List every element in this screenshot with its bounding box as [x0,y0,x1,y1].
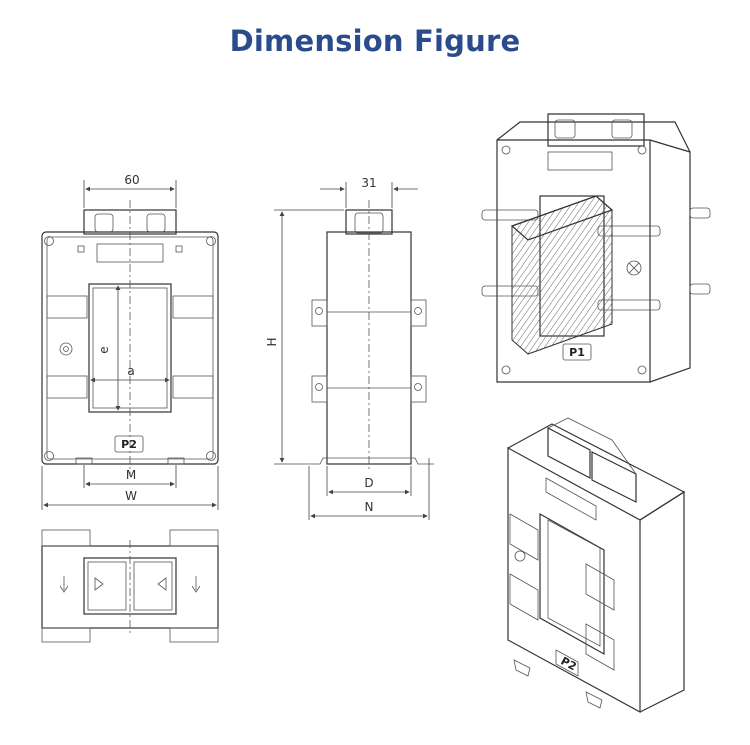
dim-d-label: D [364,476,373,490]
dim-a-label: a [127,364,134,378]
plate-p2-front: P2 [121,438,137,451]
plate-p1: P1 [569,346,585,359]
front-dimensions [41,180,219,510]
dim-m-label: M [126,468,136,482]
dim-n-label: N [365,500,374,514]
side-view [304,200,434,470]
iso-view-p2 [507,417,686,714]
dim-e-label: e [97,346,111,353]
dim-31-label: 31 [361,176,376,190]
dim-h-label: H [265,337,279,346]
page-title: Dimension Figure [229,24,521,58]
iso-view-p1 [481,113,711,383]
dim-w-label: W [125,489,137,503]
front-view [41,200,219,476]
dim-60-label: 60 [124,173,139,187]
side-dimensions [274,182,430,520]
bottom-view [41,529,219,643]
plate-p2-iso: P2 [559,654,579,673]
